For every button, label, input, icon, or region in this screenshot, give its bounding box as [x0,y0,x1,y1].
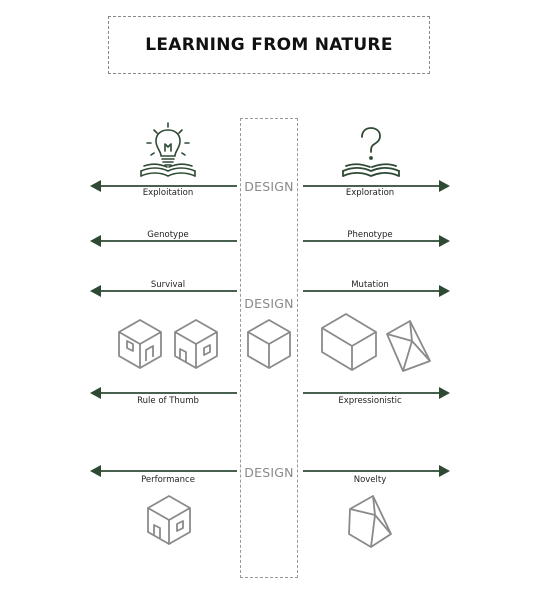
irregular-polyhedron-icon-2 [348,495,392,548]
label-exploration: Exploration [345,188,395,198]
arrow-left-row-2 [90,235,237,247]
arrow-right-row-5 [303,465,450,477]
lightbulb-over-open-book-icon [140,122,196,177]
irregular-polyhedron-icon [386,320,431,372]
house-cube-icon-1 [118,319,162,369]
arrow-right-row-2 [303,235,450,247]
plain-cube-icon [247,319,291,369]
arrow-right-row-1 [303,180,450,192]
house-cube-icon-3 [147,495,191,545]
stretched-cuboid-icon [321,313,377,371]
arrow-left-row-3 [90,285,237,297]
design-label-3: DESIGN [244,465,294,480]
label-survival: Survival [150,280,186,290]
page-title: LEARNING FROM NATURE [145,35,393,55]
house-cube-icon-2 [174,319,218,369]
arrow-left-row-4 [90,387,237,399]
label-novelty: Novelty [353,475,387,485]
label-genotype: Genotype [147,230,189,240]
title-box: LEARNING FROM NATURE [108,16,430,74]
label-expressionistic: Expressionistic [338,396,402,406]
label-performance: Performance [141,475,195,485]
question-mark-over-open-book-icon [342,127,400,177]
arrow-right-row-4 [303,387,450,399]
label-exploitation: Exploitation [142,188,194,198]
arrow-left-row-5 [90,465,237,477]
label-phenotype: Phenotype [347,230,393,240]
design-label-2: DESIGN [244,296,294,311]
label-rule-of-thumb: Rule of Thumb [137,396,199,406]
arrow-right-row-3 [303,285,450,297]
arrow-left-row-1 [90,180,237,192]
design-column [240,118,298,578]
design-label-1: DESIGN [244,179,294,194]
label-mutation: Mutation [351,280,389,290]
